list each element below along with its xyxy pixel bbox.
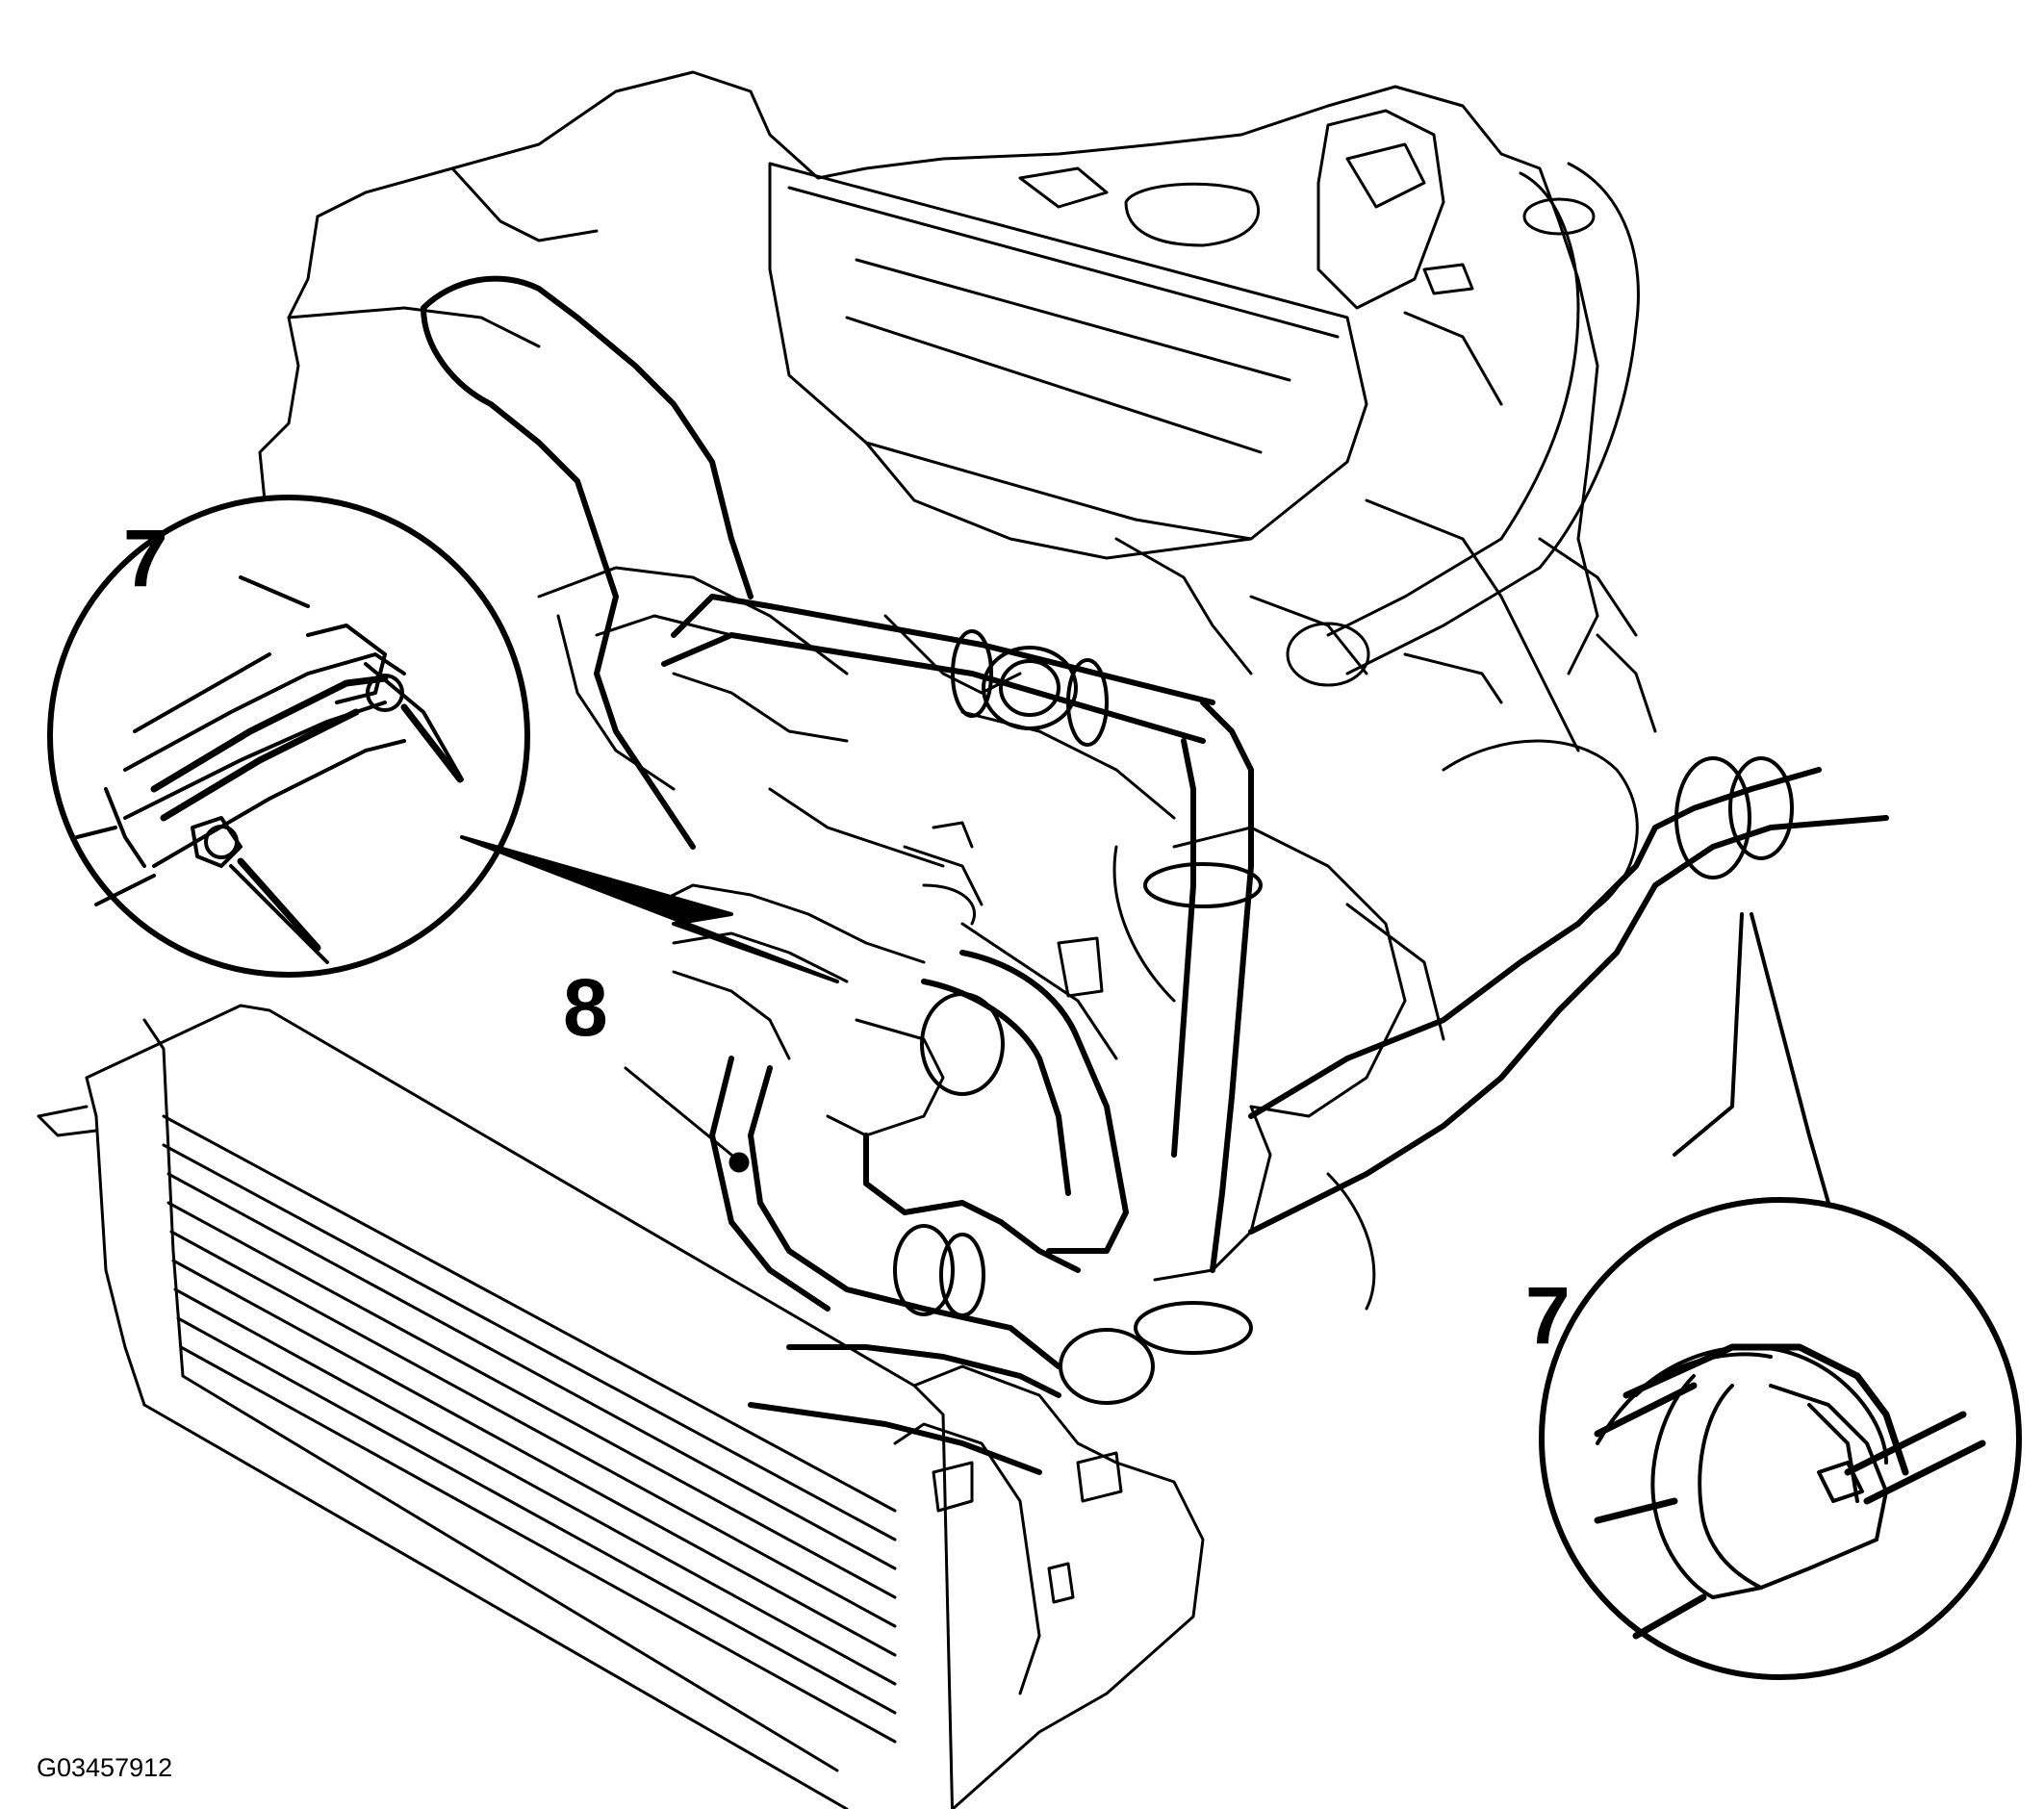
engine-block [258,70,1657,1311]
hose-couplers [893,629,1794,1405]
callout-7-top-left: 7 [123,513,168,603]
callout-8-leader [624,1066,750,1173]
figure-id: G03457912 [37,1753,173,1782]
callout-7-right: 7 [1525,1270,1571,1361]
turbocharger [652,821,1104,1137]
detail-circle-right [1539,1197,2022,1680]
charge-air-hoses [421,275,1889,1475]
detail-leader-top-left [460,835,839,983]
callout-8: 8 [563,962,608,1053]
detail-circle-top-left [47,495,530,978]
detail-leader-right [1673,912,1830,1205]
upper-right-pipe [1286,162,1640,687]
intercooler [37,1004,1205,1809]
